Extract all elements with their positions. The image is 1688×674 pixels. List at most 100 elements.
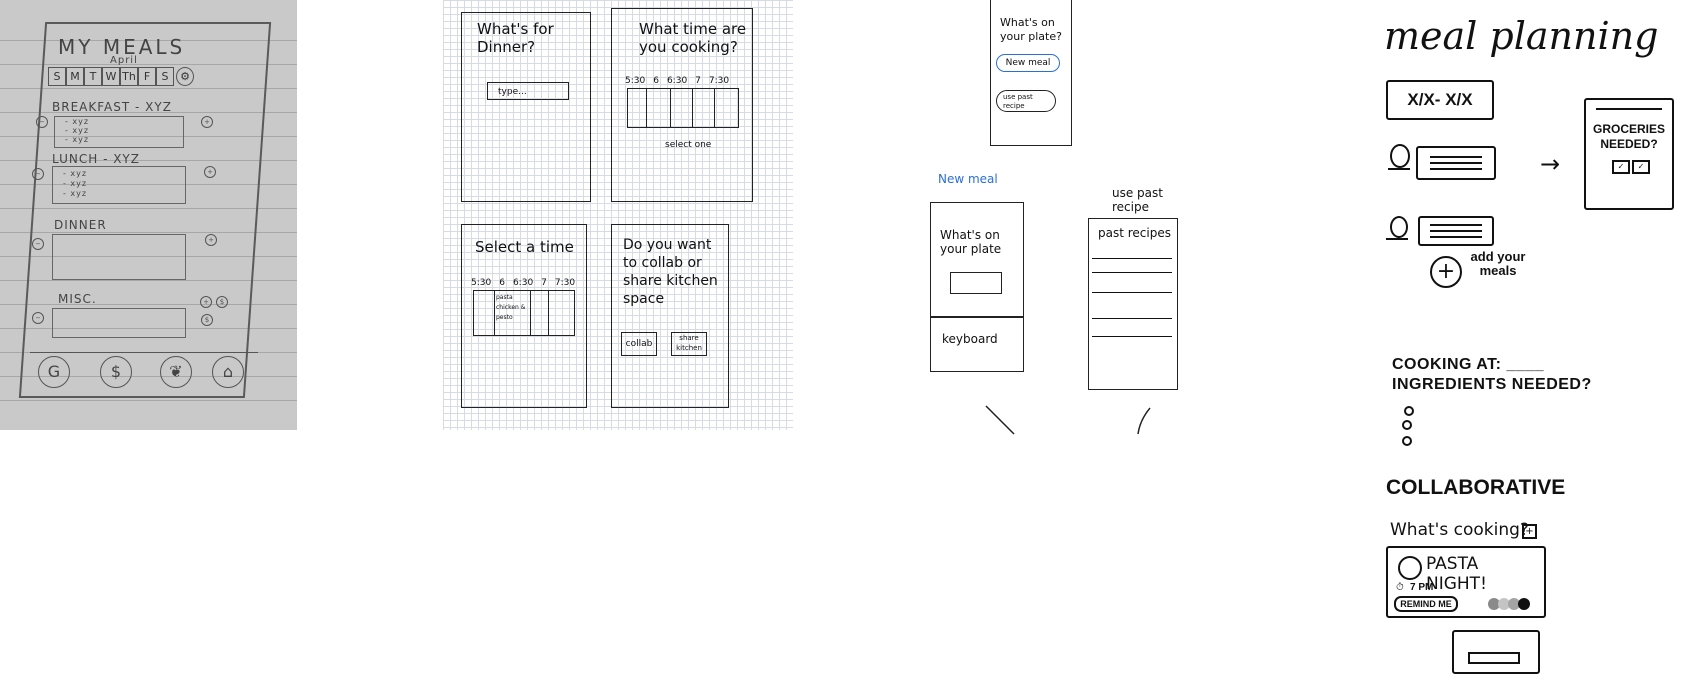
sketch1-month: April [110, 55, 138, 66]
misc-box[interactable] [52, 308, 186, 338]
google-icon[interactable]: G [38, 356, 70, 388]
sketch-meal-planning: meal planning X/X- X/X → GROCERIES NEEDE… [1370, 0, 1688, 674]
event-time: 7 PM [1410, 582, 1434, 593]
sketch-dinner-flow: What's for Dinner? type... What time are… [443, 0, 793, 430]
screen-what-time [611, 8, 753, 202]
yes-checkbox[interactable]: ✓ [1612, 160, 1630, 174]
cooking-at-label: COOKING AT: ____ [1392, 356, 1545, 373]
add-icon[interactable]: + [201, 116, 213, 128]
day-mon[interactable]: M [66, 67, 84, 86]
new-meal-label: New meal [938, 172, 998, 186]
selected-slot-text: pasta chicken & pesto [496, 294, 526, 321]
sketch-my-meals: MY MEALS April S M T W Th F S ⚙ BREAKFAS… [0, 0, 297, 430]
recipe-row[interactable] [1092, 292, 1172, 293]
money-icon[interactable]: $ [216, 296, 228, 308]
past-recipe-phone [1088, 218, 1178, 390]
whats-cooking-label: What's cooking? [1390, 520, 1529, 540]
add-icon[interactable]: + [204, 166, 216, 178]
day-wed[interactable]: W [102, 67, 120, 86]
keyboard-area: keyboard [942, 332, 998, 346]
time-slot-picker[interactable] [627, 88, 739, 128]
add-meal-icon[interactable]: + [1430, 256, 1462, 288]
collaborative-heading: COLLABORATIVE [1386, 476, 1566, 499]
avatar [1508, 598, 1520, 610]
recipe-row[interactable] [1092, 272, 1172, 273]
add-icon[interactable]: + [200, 296, 212, 308]
dollar-icon[interactable]: $ [100, 356, 132, 388]
meal-circle-icon[interactable] [1390, 216, 1408, 238]
top-title: What's on your plate? [1000, 16, 1062, 43]
breakfast-label: BREAKFAST - XYZ [52, 100, 172, 114]
settings-icon[interactable]: ⚙ [176, 67, 194, 86]
recipe-row[interactable] [1092, 258, 1172, 259]
bullet-icon [1402, 436, 1412, 446]
dinner-box[interactable] [52, 234, 186, 280]
date-range-box[interactable]: X/X- X/X [1386, 80, 1494, 120]
groceries-label: GROCERIES NEEDED? [1592, 122, 1665, 151]
meal-slot-box[interactable] [1418, 216, 1494, 246]
dinner-label: DINNER [54, 218, 107, 232]
home-icon[interactable]: ⌂ [212, 356, 244, 388]
meal-slot-box[interactable] [1416, 146, 1496, 180]
collab-button[interactable]: collab [621, 332, 657, 356]
add-meals-label: add your meals [1470, 249, 1526, 278]
past-recipe-button[interactable]: use past recipe [996, 90, 1056, 112]
screen3-title: Select a time [475, 238, 574, 256]
add-icon[interactable]: + [205, 234, 217, 246]
clock-icon: ⏱ [1396, 582, 1404, 593]
day-fri[interactable]: F [138, 67, 156, 86]
recipe-row[interactable] [1092, 318, 1172, 319]
sketch1-title: MY MEALS [58, 35, 186, 59]
ingredients-label: INGREDIENTS NEEDED? [1392, 376, 1592, 393]
day-thu[interactable]: Th [120, 67, 138, 86]
past-recipe-label: use past recipe [1112, 186, 1163, 214]
recipe-row[interactable] [1092, 336, 1172, 337]
meal-circle-icon[interactable] [1390, 144, 1410, 168]
day-sun[interactable]: S [48, 67, 66, 86]
lunch-box[interactable]: - xyz - xyz - xyz [52, 166, 186, 204]
time-labels-2: 5:30 6 6:30 7 7:30 [471, 278, 576, 288]
money-icon[interactable]: $ [201, 314, 213, 326]
screen2-title: What time are you cooking? [639, 20, 747, 56]
avatar [1518, 598, 1530, 610]
meal-planning-title: meal planning [1384, 14, 1659, 58]
top-phone-frame [990, 0, 1072, 146]
dinner-input[interactable]: type... [487, 82, 569, 100]
groceries-card[interactable]: GROCERIES NEEDED? ✓ ✓ [1584, 98, 1674, 210]
remove-icon[interactable]: − [36, 116, 48, 128]
add-event-icon[interactable]: + [1522, 524, 1537, 539]
day-tue[interactable]: T [84, 67, 102, 86]
new-meal-button[interactable]: New meal [996, 54, 1060, 72]
event-title: PASTA NIGHT! [1426, 554, 1487, 594]
pasta-night-card[interactable]: PASTA NIGHT! ⏱ 7 PM REMIND ME [1386, 546, 1546, 618]
nav-divider [30, 352, 258, 353]
time-labels: 5:30 6 6:30 7 7:30 [625, 76, 730, 86]
avatar [1498, 598, 1510, 610]
leaf-icon[interactable]: ❦ [160, 356, 192, 388]
day-sat[interactable]: S [156, 67, 174, 86]
stroke-marks [985, 405, 1151, 435]
remove-icon[interactable]: − [32, 238, 44, 250]
breakfast-box[interactable]: - xyz - xyz - xyz [54, 116, 184, 148]
new-meal-title: What's on your plate [940, 228, 1002, 256]
arrow-right-icon: → [1540, 150, 1561, 178]
time-slot-grid[interactable]: pasta chicken & pesto [473, 290, 575, 336]
past-recipes-title: past recipes [1098, 226, 1171, 240]
misc-label: MISC. [58, 292, 97, 306]
bullet-icon [1404, 406, 1414, 416]
event-circle-icon [1398, 556, 1422, 580]
screen-select-time [461, 224, 587, 408]
screen-collab [611, 224, 729, 408]
meal-name-input[interactable] [950, 272, 1002, 294]
no-checkbox[interactable]: ✓ [1632, 160, 1650, 174]
remove-icon[interactable]: − [32, 168, 44, 180]
bottom-card[interactable] [1452, 630, 1540, 674]
remind-me-button[interactable]: REMIND ME [1394, 596, 1458, 612]
screen1-title: What's for Dinner? [477, 20, 554, 56]
share-kitchen-button[interactable]: share kitchen [671, 332, 707, 356]
lunch-label: LUNCH - XYZ [52, 152, 140, 166]
select-one-hint: select one [665, 140, 712, 150]
new-meal-phone [930, 202, 1024, 372]
remove-icon[interactable]: − [32, 312, 44, 324]
keyboard-divider [930, 316, 1024, 318]
